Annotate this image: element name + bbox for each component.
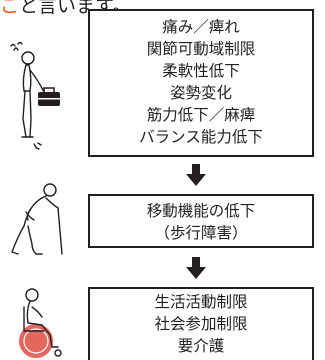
activity-limitation: 生活活動制限 (154, 293, 248, 311)
down-arrow-icon (186, 164, 206, 186)
person-with-cane-icon (11, 183, 63, 255)
mobility-decline: 移動機能の低下 (146, 202, 256, 220)
walking-disorder: （歩行障害） (154, 224, 248, 242)
impairment-posture: 姿勢変化 (169, 84, 232, 102)
person-in-wheelchair-icon (19, 288, 62, 358)
heading-accent: こ (0, 0, 20, 17)
person-lifting-bag-icon (10, 41, 60, 150)
impairment-joint-range: 関節可動域制限 (146, 40, 256, 58)
participation-restriction: 社会参加制限 (154, 315, 248, 333)
impairments-box: 痛み／痺れ 関節可動域制限 柔軟性低下 姿勢変化 筋力低下／麻痺 バランス能力低… (88, 9, 314, 157)
mobility-box: 移動機能の低下 （歩行障害） (88, 194, 314, 248)
participation-box: 生活活動制限 社会参加制限 要介護 (88, 287, 314, 360)
care-required: 要介護 (177, 337, 225, 355)
impairment-muscle: 筋力低下／麻痺 (146, 106, 256, 124)
down-arrow-icon (186, 257, 206, 279)
impairment-pain: 痛み／痺れ (162, 18, 240, 36)
impairment-balance: バランス能力低下 (139, 128, 263, 146)
impairment-flexibility: 柔軟性低下 (162, 62, 240, 80)
